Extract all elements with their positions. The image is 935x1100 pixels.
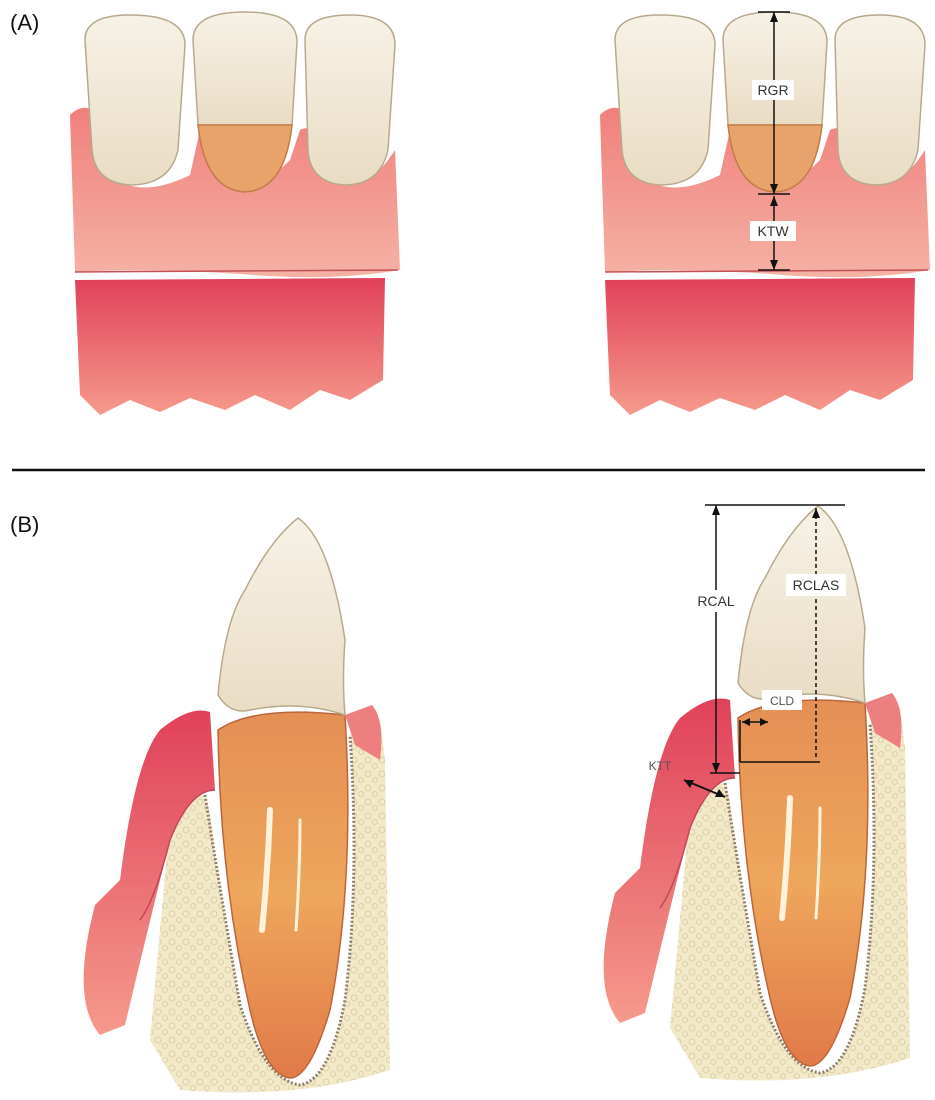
rcal-label: RCAL [697,593,735,609]
ktt-label: KTT [649,759,672,773]
incisors-front-view-unlabeled [70,12,400,415]
incisor-section-labeled [604,506,910,1081]
rclas-label: RCLAS [793,577,840,593]
incisors-front-view-labeled [600,12,930,415]
cld-label: CLD [770,694,794,708]
ktw-label: KTW [757,223,789,239]
incisor-section-unlabeled [84,518,390,1093]
rgr-label: RGR [757,82,788,98]
